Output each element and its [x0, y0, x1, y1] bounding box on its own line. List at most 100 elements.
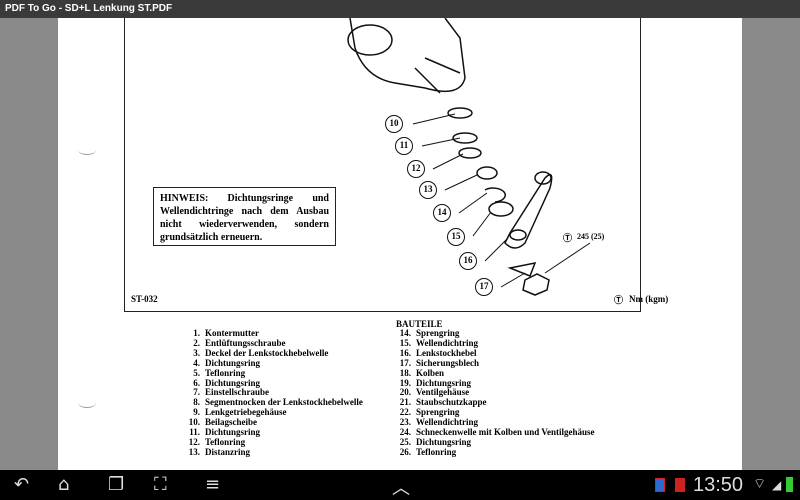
- part-name: Teflonring: [416, 446, 457, 457]
- part-number: 2.: [193, 337, 200, 348]
- part-number: 13.: [188, 446, 200, 457]
- part-name: Dichtungsring: [205, 377, 261, 388]
- parts-list-item: 22.Sprengring: [391, 407, 595, 418]
- part-number: 16.: [399, 347, 411, 358]
- parts-list-item: 25. Dichtungsring: [391, 436, 595, 448]
- part-name: Sprengring: [416, 407, 460, 418]
- parts-list-item: 17. Sicherungsblech: [391, 357, 595, 369]
- part-name: Schneckenwelle mit Kolben und Ventilgehä…: [416, 427, 595, 438]
- parts-list-item: 8. Segmentnocken der Lenkstockhebelwelle: [180, 397, 363, 408]
- callout-15: 15: [447, 228, 465, 246]
- parts-list-item: 19. Dichtungsring: [391, 377, 595, 389]
- callout-14: 14: [433, 204, 451, 222]
- parts-list-item: 21.Staubschutzkappe: [391, 397, 595, 408]
- back-icon[interactable]: ↶: [14, 474, 30, 495]
- part-name: Deckel der Lenkstockhebelwelle: [205, 347, 329, 358]
- parts-list-item: 16. Lenkstockhebel: [391, 347, 595, 359]
- notification-app-icon[interactable]: [655, 478, 665, 492]
- part-number: 12.: [188, 436, 200, 447]
- parts-list-item: 10.Beilagscheibe: [180, 417, 363, 428]
- notification-stp-icon[interactable]: [675, 478, 685, 492]
- part-name: Dichtungsring: [416, 377, 472, 388]
- android-nav-bar: ↶ ⌂ ❐ ⛶ ≡ ︿ ⌔ ◢: [0, 470, 800, 500]
- chevron-up-icon[interactable]: ︿: [392, 478, 410, 499]
- part-number: 14.: [399, 328, 411, 338]
- part-name: Segmentnocken der Lenkstockhebelwelle: [205, 397, 363, 408]
- screenshot-icon[interactable]: ⛶: [154, 474, 167, 495]
- part-number: 11.: [189, 427, 200, 438]
- parts-list-item: 4. Dichtungsring: [180, 357, 363, 369]
- punch-hole: [78, 398, 96, 408]
- part-name: Distanzring: [205, 446, 250, 457]
- part-number: 8.: [193, 397, 200, 408]
- callout-10: 10: [385, 115, 403, 133]
- part-name: Teflonring: [205, 436, 246, 447]
- signal-icon: ◢: [772, 478, 782, 492]
- parts-list-item: 7. Einstellschraube: [180, 387, 363, 398]
- part-name: Ventilgehäuse: [416, 387, 470, 398]
- part-number: 6.: [193, 377, 200, 388]
- parts-list-item: 20. Ventilgehäuse: [391, 387, 595, 398]
- parts-list-item: 11.Dichtungsring: [180, 427, 363, 438]
- parts-list-item: 14.Sprengring: [391, 328, 595, 339]
- part-name: Entlüftungsschraube: [205, 337, 286, 348]
- app-title-bar: PDF To Go - SD+L Lenkung ST.PDF: [0, 0, 800, 18]
- part-number: 17.: [399, 357, 411, 368]
- part-number: 20.: [399, 387, 411, 398]
- part-name: Dichtungsring: [416, 436, 472, 447]
- parts-list-item: 3. Deckel der Lenkstockhebelwelle: [180, 347, 363, 359]
- parts-list-item: 13. Distanzring: [180, 446, 363, 458]
- part-name: Sicherungsblech: [416, 357, 480, 368]
- parts-list-item: 12. Teflonring: [180, 436, 363, 448]
- home-icon[interactable]: ⌂: [58, 474, 70, 495]
- note-box: HINWEIS: Dichtungsringe und Wellendichtr…: [153, 187, 336, 246]
- part-name: Beilagscheibe: [205, 417, 257, 428]
- recent-apps-icon[interactable]: ❐: [108, 474, 125, 495]
- part-name: Einstellschraube: [205, 387, 270, 398]
- callout-16: 16: [459, 252, 477, 270]
- part-name: Dichtungsring: [205, 357, 261, 368]
- part-name: Lenkstockhebel: [416, 347, 477, 358]
- exploded-diagram: [124, 18, 641, 312]
- punch-hole: [78, 145, 96, 155]
- pdf-page[interactable]: [58, 18, 742, 470]
- part-name: Lenkgetriebegehäuse: [205, 407, 287, 418]
- part-number: 24.: [399, 427, 411, 438]
- parts-list-item: 6. Dichtungsring: [180, 377, 363, 389]
- parts-list-item: 15.Wellendichtring: [391, 337, 595, 349]
- parts-list-title: BAUTEILE: [396, 319, 443, 329]
- part-number: 25.: [399, 436, 411, 447]
- parts-list-item: 5.Teflonring: [180, 367, 363, 379]
- part-name: Kontermutter: [205, 328, 259, 338]
- parts-list-item: 18. Kolben: [391, 367, 595, 379]
- torque-unit: Nm (kgm): [629, 294, 669, 304]
- parts-list-item: 23.Wellendichtring: [391, 417, 595, 428]
- callout-12: 12: [407, 160, 425, 178]
- parts-list-item: 26. Teflonring: [391, 446, 595, 458]
- parts-list-item: 9. Lenkgetriebegehäuse: [180, 407, 363, 418]
- part-number: 19.: [399, 377, 411, 388]
- parts-list-left: 1. Kontermutter 2. Entlüftungsschraube 3. Dec…: [180, 328, 363, 458]
- menu-icon[interactable]: ≡: [205, 474, 221, 495]
- part-number: 15.: [399, 337, 411, 348]
- parts-list-item: 24. Schneckenwelle mit Kolben und Ventilg…: [391, 427, 595, 438]
- parts-list-item: 2. Entlüftungsschraube: [180, 337, 363, 349]
- figure-id: ST-032: [131, 294, 158, 304]
- part-number: 4.: [193, 357, 200, 368]
- part-name: Wellendichtring: [416, 417, 479, 428]
- status-clock: 13:50: [693, 474, 744, 496]
- part-number: 7.: [193, 387, 200, 398]
- part-name: Teflonring: [205, 367, 246, 378]
- part-number: 3.: [193, 347, 200, 358]
- part-number: 26.: [399, 446, 411, 457]
- part-number: 9.: [193, 407, 200, 418]
- parts-list-item: 1. Kontermutter: [180, 328, 363, 339]
- part-number: 1.: [193, 328, 200, 338]
- part-number: 21.: [399, 397, 411, 408]
- callout-17: 17: [475, 278, 493, 296]
- torque-value: 245 (25): [577, 232, 605, 241]
- wifi-icon: ⌔: [753, 476, 767, 492]
- callout-13: 13: [419, 181, 437, 199]
- part-number: 18.: [399, 367, 411, 378]
- part-name: Kolben: [416, 367, 445, 378]
